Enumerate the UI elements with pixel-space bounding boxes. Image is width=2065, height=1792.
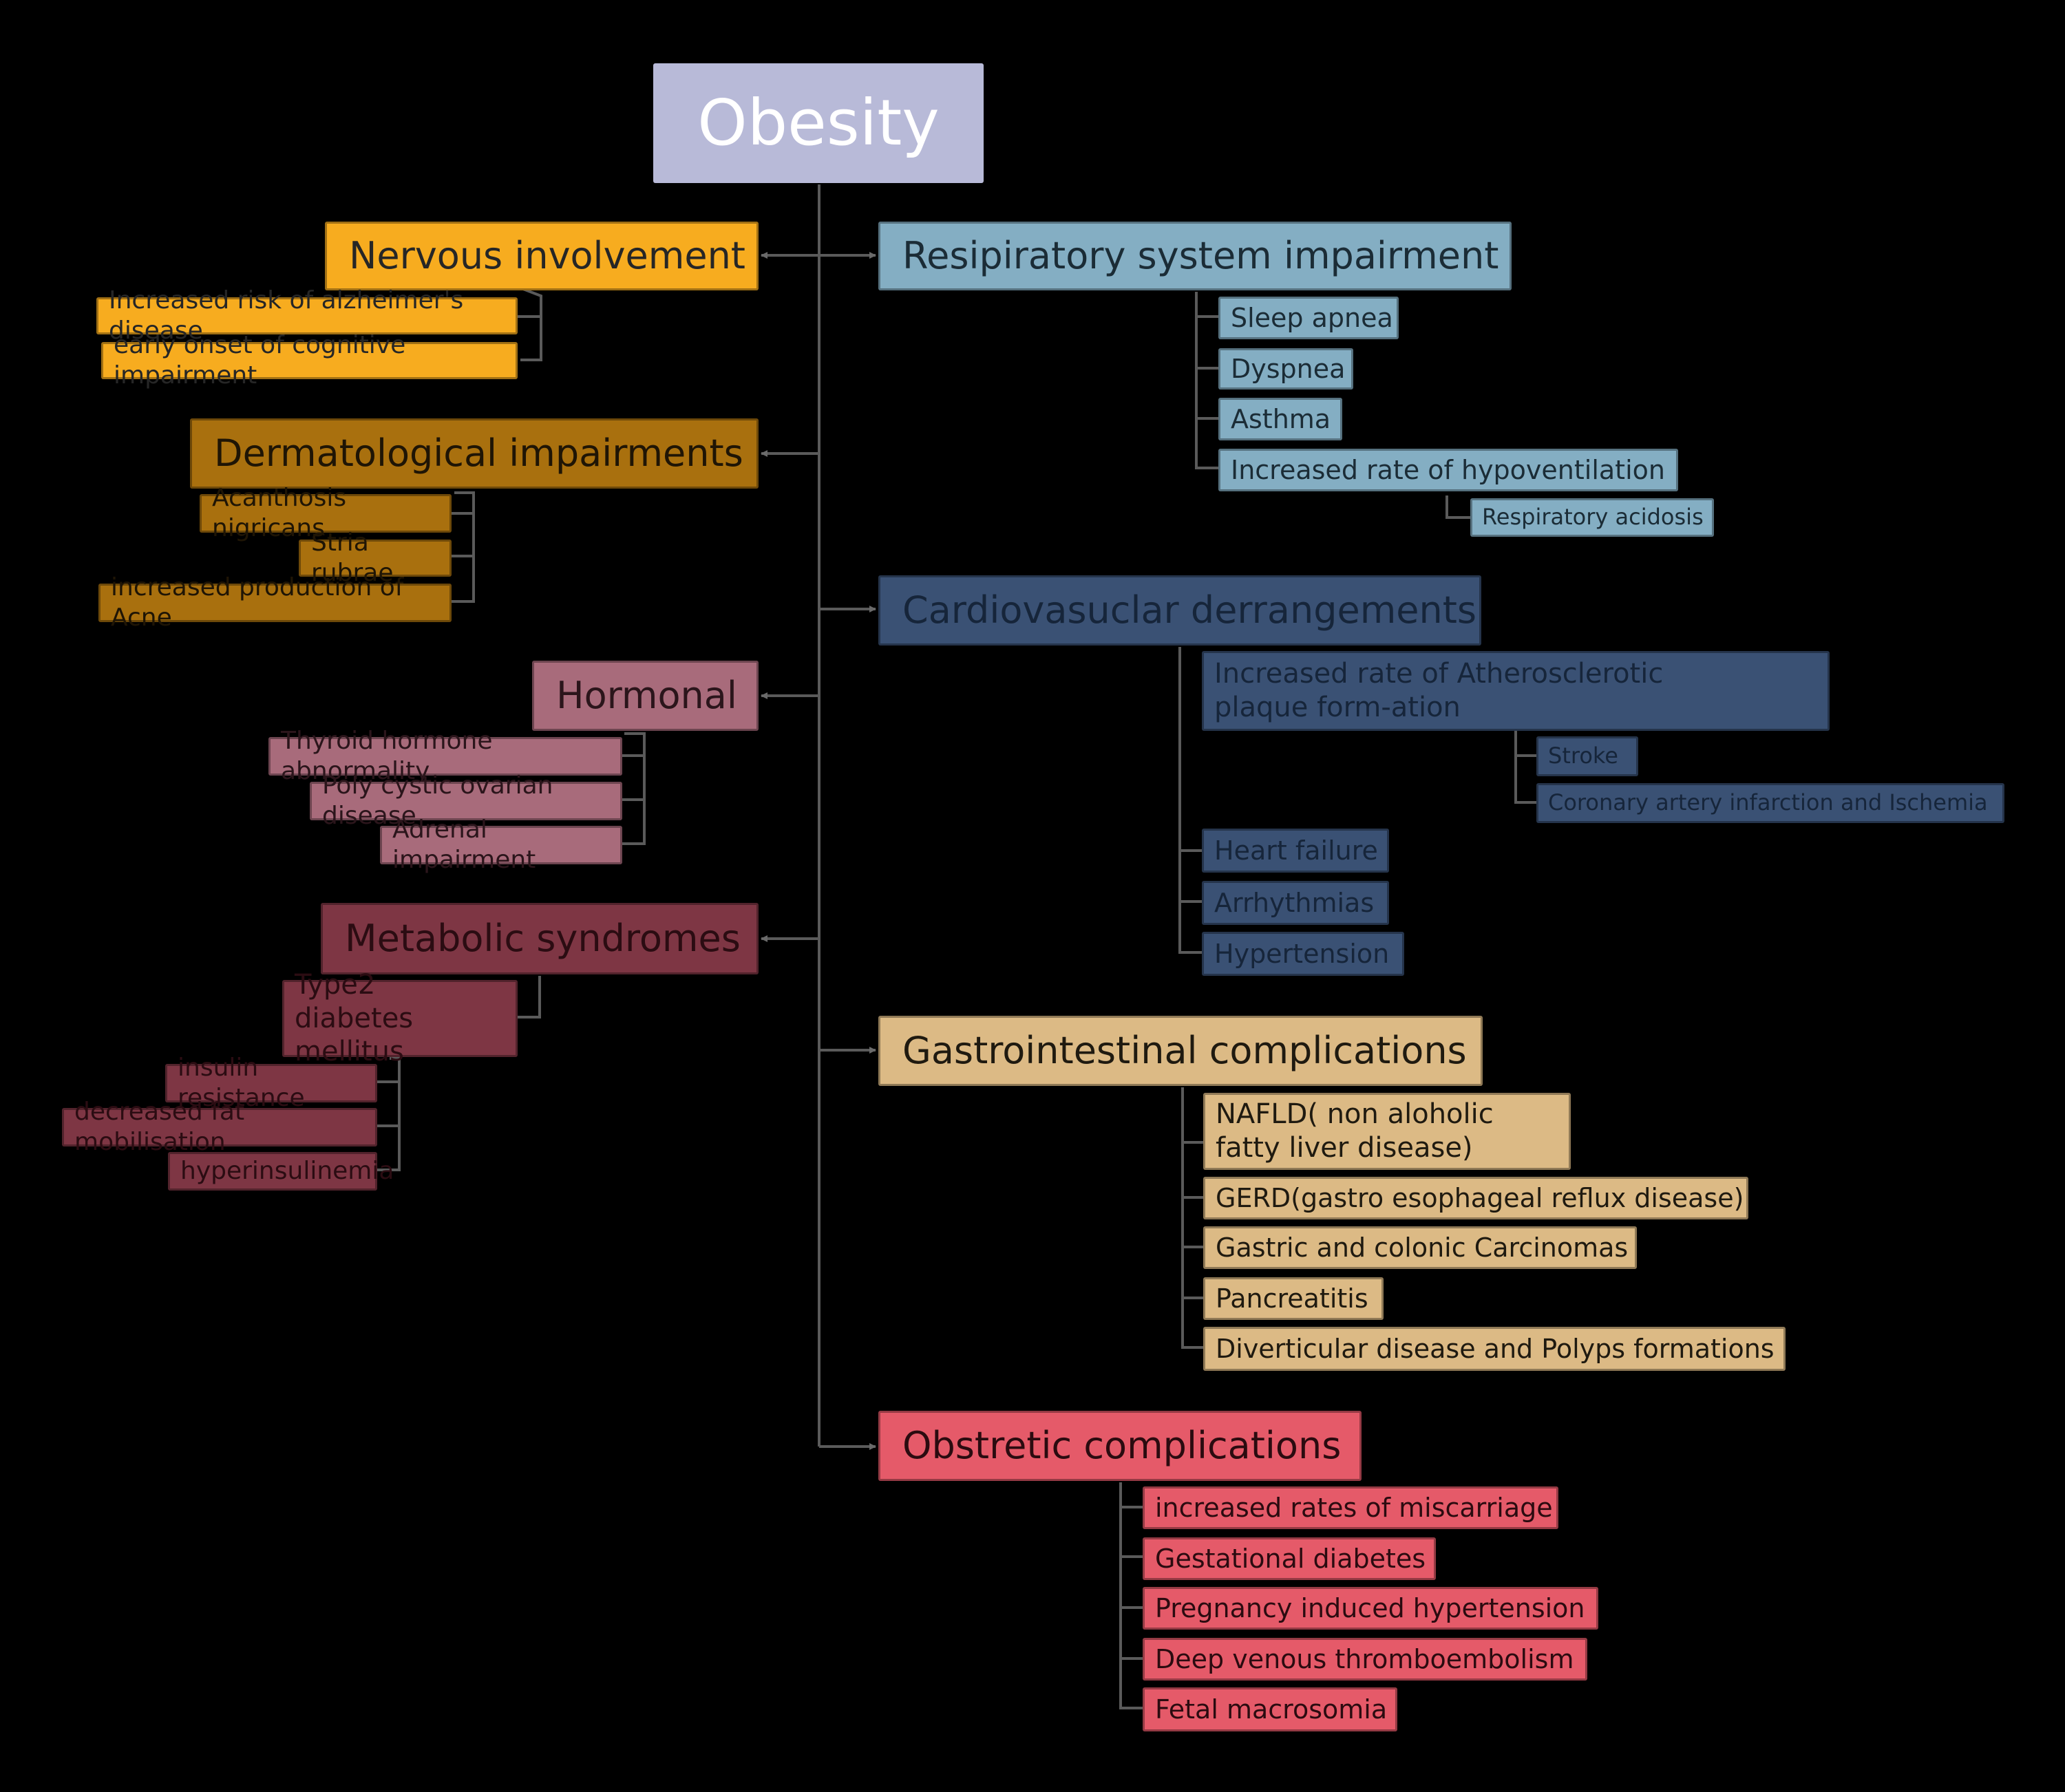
respiratory-item-label: Increased rate of hypoventilation — [1231, 454, 1665, 485]
respiratory-item-sleep-apnea[interactable]: Sleep apnea — [1218, 297, 1399, 339]
respiratory-item-label: Dyspnea — [1231, 353, 1346, 384]
bracket-metabolic-type2 — [377, 1057, 401, 1171]
branch-respiratory-label: Resipiratory system impairment — [902, 234, 1499, 278]
derm-item-stria[interactable]: Stria rubrae — [299, 529, 452, 587]
branch-hormonal[interactable]: Hormonal — [532, 661, 759, 731]
obstetric-item-label: increased rates of miscarriage — [1155, 1492, 1553, 1523]
bracket-obstetric — [1119, 1482, 1143, 1709]
gastro-item-gerd[interactable]: GERD(gastro esophageal reflux disease) — [1203, 1177, 1748, 1219]
bracket-gastrointestinal — [1181, 1087, 1203, 1349]
metabolic-type2-label: Type2 diabetes mellitus — [295, 968, 414, 1068]
metabolic-item-fat-mobilisation[interactable]: decreased fat mobilisation — [62, 1098, 377, 1156]
bracket-respiratory — [1195, 292, 1218, 469]
metabolic-item-insulin-resistance[interactable]: insulin resistance — [165, 1054, 377, 1112]
cardio-item-coronary[interactable]: Coronary artery infarction and Ischemia — [1536, 783, 2004, 823]
bracket-cardiovascular-sub — [1514, 731, 1536, 804]
cardio-item-label: Arrhythmias — [1214, 887, 1375, 918]
obstetric-item-miscarriage[interactable]: increased rates of miscarriage — [1143, 1486, 1558, 1529]
branch-obstetric[interactable]: Obstretic complications — [878, 1411, 1362, 1481]
branch-dermatological[interactable]: Dermatological impairments — [190, 418, 759, 489]
branch-metabolic[interactable]: Metabolic syndromes — [321, 903, 759, 974]
bracket-respiratory-sub — [1446, 495, 1470, 519]
respiratory-item-hypoventilation[interactable]: Increased rate of hypoventilation — [1218, 449, 1678, 491]
bracket-hormonal — [622, 732, 646, 845]
cardio-item-hypertension[interactable]: Hypertension — [1202, 932, 1404, 976]
hormonal-item-adrenal[interactable]: Adrenal impairment — [380, 815, 622, 874]
branch-cardiovascular[interactable]: Cardiovasuclar derrangements — [878, 575, 1481, 646]
root-node-obesity[interactable]: Obesity — [653, 63, 984, 183]
bracket-metabolic — [518, 976, 541, 1018]
hormonal-item-thyroid[interactable]: Thyroid hormone abnormality — [268, 727, 622, 785]
respiratory-item-dyspnea[interactable]: Dyspnea — [1218, 348, 1353, 390]
branch-nervous[interactable]: Nervous involvement — [325, 222, 759, 290]
metabolic-item-label: hyperinsulinemia — [180, 1157, 394, 1186]
branch-gastrointestinal[interactable]: Gastrointestinal complications — [878, 1016, 1483, 1086]
respiratory-item-acidosis[interactable]: Respiratory acidosis — [1470, 498, 1714, 537]
gastro-item-label: Pancreatitis — [1216, 1283, 1368, 1314]
derm-item-label: increased production of Acne — [111, 573, 404, 632]
obstetric-item-gestational-diabetes[interactable]: Gestational diabetes — [1143, 1537, 1436, 1580]
branch-hormonal-label: Hormonal — [556, 674, 737, 718]
metabolic-item-label: insulin resistance — [178, 1054, 305, 1112]
metabolic-item-type2-diabetes[interactable]: Type2 diabetes mellitus — [282, 969, 518, 1067]
respiratory-sub-label: Respiratory acidosis — [1482, 504, 1704, 531]
nervous-item-cognitive[interactable]: early onset of cognitive impairment — [101, 331, 518, 390]
root-label: Obesity — [697, 85, 940, 160]
nervous-item-label: early onset of cognitive impairment — [114, 331, 406, 390]
respiratory-item-label: Asthma — [1231, 403, 1331, 434]
branch-cardiovascular-label: Cardiovasuclar derrangements — [902, 588, 1477, 632]
obstetric-item-macrosomia[interactable]: Fetal macrosomia — [1143, 1687, 1397, 1731]
bracket-cardiovascular — [1178, 647, 1202, 954]
bracket-dermatological — [452, 491, 475, 603]
branch-gastrointestinal-label: Gastrointestinal complications — [902, 1029, 1467, 1073]
gastro-item-label: Diverticular disease and Polyps formatio… — [1216, 1333, 1775, 1364]
cardio-athero-sub-label: Stroke — [1548, 743, 1618, 769]
derm-item-acne[interactable]: increased production of Acne — [98, 573, 452, 632]
obstetric-item-dvt[interactable]: Deep venous thromboembolism — [1143, 1638, 1587, 1681]
bracket-nervous — [518, 288, 542, 361]
metabolic-item-label: decreased fat mobilisation — [74, 1098, 245, 1156]
cardio-item-arrhythmias[interactable]: Arrhythmias — [1202, 881, 1389, 925]
derm-item-acanthosis[interactable]: Acanthosis nigricans — [200, 484, 452, 542]
nervous-item-alzheimers[interactable]: Increased risk of alzheimer's disease — [96, 286, 518, 345]
obstetric-item-label: Gestational diabetes — [1155, 1543, 1426, 1574]
gastro-item-pancreatitis[interactable]: Pancreatitis — [1203, 1277, 1384, 1320]
hormonal-item-label: Poly cystic ovarian disease — [322, 771, 553, 830]
cardio-athero-label: Increased rate of Atherosclerotic plaque… — [1214, 658, 1664, 723]
cardio-item-stroke[interactable]: Stroke — [1536, 736, 1638, 776]
gastro-item-diverticular[interactable]: Diverticular disease and Polyps formatio… — [1203, 1327, 1786, 1371]
derm-item-label: Acanthosis nigricans — [212, 484, 347, 542]
hormonal-item-label: Adrenal impairment — [392, 815, 536, 874]
branch-metabolic-label: Metabolic syndromes — [345, 917, 741, 961]
respiratory-item-label: Sleep apnea — [1231, 302, 1393, 333]
cardio-item-label: Heart failure — [1214, 835, 1378, 866]
obstetric-item-pih[interactable]: Pregnancy induced hypertension — [1143, 1587, 1598, 1630]
gastro-item-carcinomas[interactable]: Gastric and colonic Carcinomas — [1203, 1226, 1637, 1269]
cardio-athero-sub-label: Coronary artery infarction and Ischemia — [1548, 789, 1988, 816]
gastro-item-label: Gastric and colonic Carcinomas — [1216, 1232, 1629, 1263]
branch-respiratory[interactable]: Resipiratory system impairment — [878, 222, 1512, 290]
cardio-item-heart-failure[interactable]: Heart failure — [1202, 829, 1389, 873]
hormonal-item-pcod[interactable]: Poly cystic ovarian disease — [310, 771, 622, 830]
cardio-item-atherosclerotic[interactable]: Increased rate of Atherosclerotic plaque… — [1202, 651, 1830, 731]
branch-nervous-label: Nervous involvement — [349, 234, 745, 278]
gastro-item-nafld[interactable]: NAFLD( non aloholic fatty liver disease) — [1203, 1093, 1571, 1170]
nervous-item-label: Increased risk of alzheimer's disease — [109, 286, 464, 345]
obstetric-item-label: Deep venous thromboembolism — [1155, 1643, 1574, 1674]
gastro-item-label: GERD(gastro esophageal reflux disease) — [1216, 1182, 1744, 1213]
metabolic-item-hyperinsulinemia[interactable]: hyperinsulinemia — [168, 1152, 394, 1191]
obstetric-item-label: Fetal macrosomia — [1155, 1694, 1388, 1725]
respiratory-item-asthma[interactable]: Asthma — [1218, 398, 1342, 440]
cardio-item-label: Hypertension — [1214, 938, 1390, 969]
gastro-item-label: NAFLD( non aloholic fatty liver disease) — [1216, 1098, 1494, 1164]
branch-obstetric-label: Obstretic complications — [902, 1424, 1342, 1468]
obstetric-item-label: Pregnancy induced hypertension — [1155, 1592, 1585, 1623]
hormonal-item-label: Thyroid hormone abnormality — [281, 727, 493, 785]
derm-item-label: Stria rubrae — [311, 529, 394, 587]
branch-dermatological-label: Dermatological impairments — [214, 431, 743, 476]
